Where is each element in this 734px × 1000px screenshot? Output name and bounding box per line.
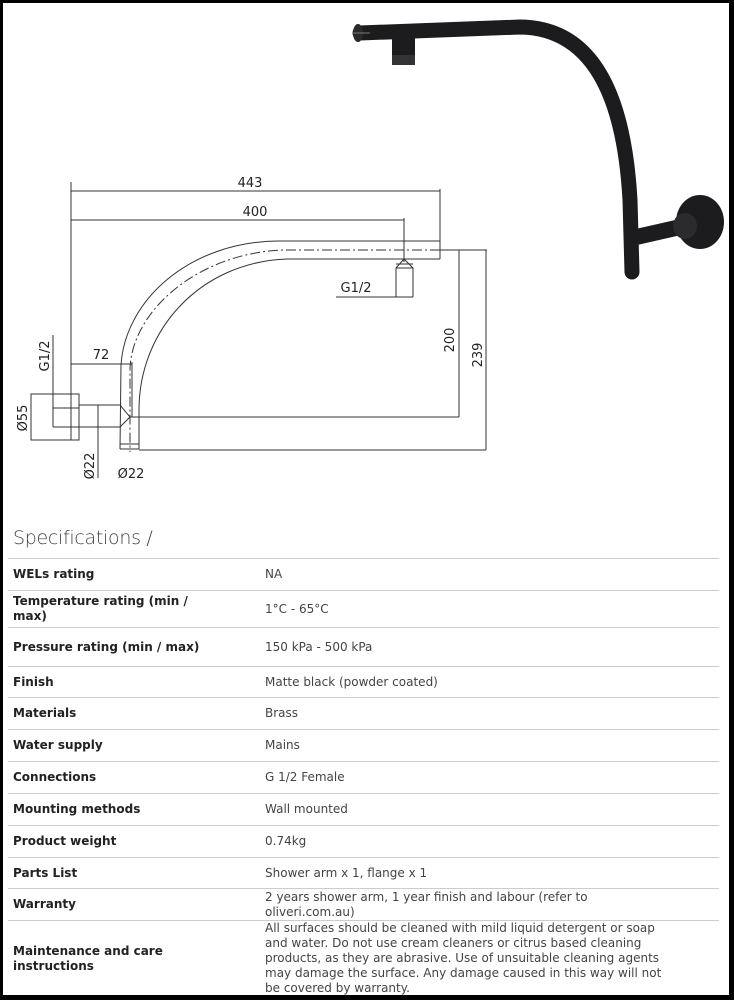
spec-value: 1°C - 65°C [265,590,719,628]
dim-22-stem: Ø22 [83,453,98,480]
spec-label: Maintenance and care instructions [8,920,265,995]
spec-label: Warranty [8,888,265,921]
spec-label: Pressure rating (min / max) [8,627,265,667]
spec-value: G 1/2 Female [265,761,719,794]
spec-value: Wall mounted [265,793,719,826]
dim-239: 239 [471,343,486,368]
spec-value: 2 years shower arm, 1 year finish and la… [265,888,719,921]
spec-label: Materials [8,697,265,730]
dim-200: 200 [443,328,458,353]
spec-value: NA [265,558,719,591]
spec-label: Connections [8,761,265,794]
spec-value: 150 kPa - 500 kPa [265,627,719,667]
spec-label: Temperature rating (min / max) [8,590,265,628]
product-spec-page: 443 400 G1/2 72 200 239 G1/2 Ø55 Ø22 Ø22… [3,3,729,995]
shower-arm-photo [352,19,724,280]
spec-label: Finish [8,666,265,698]
spec-value: Matte black (powder coated) [265,666,719,698]
spec-value: Shower arm x 1, flange x 1 [265,857,719,889]
spec-label: Water supply [8,729,265,762]
specifications-heading: Specifications / [13,527,153,549]
spec-value: Mains [265,729,719,762]
dim-55: Ø55 [16,405,31,432]
spec-label: Mounting methods [8,793,265,826]
spec-value: 0.74kg [265,825,719,858]
dim-72: 72 [93,348,110,363]
technical-drawing: 443 400 G1/2 72 200 239 G1/2 Ø55 Ø22 Ø22 [16,176,487,482]
dim-443: 443 [238,176,263,191]
spec-label: WELs rating [8,558,265,591]
spec-row: Temperature rating (min / max)1°C - 65°C [8,590,719,628]
spec-label: Product weight [8,825,265,858]
dim-g12-inlet: G1/2 [38,341,53,372]
dim-g12-outlet: G1/2 [341,281,372,296]
spec-value: All surfaces should be cleaned with mild… [265,920,719,995]
dim-400: 400 [243,205,268,220]
spec-label: Parts List [8,857,265,889]
spec-value: Brass [265,697,719,730]
dim-22-tube: Ø22 [118,467,145,482]
spec-row: Pressure rating (min / max)150 kPa - 500… [8,627,719,667]
